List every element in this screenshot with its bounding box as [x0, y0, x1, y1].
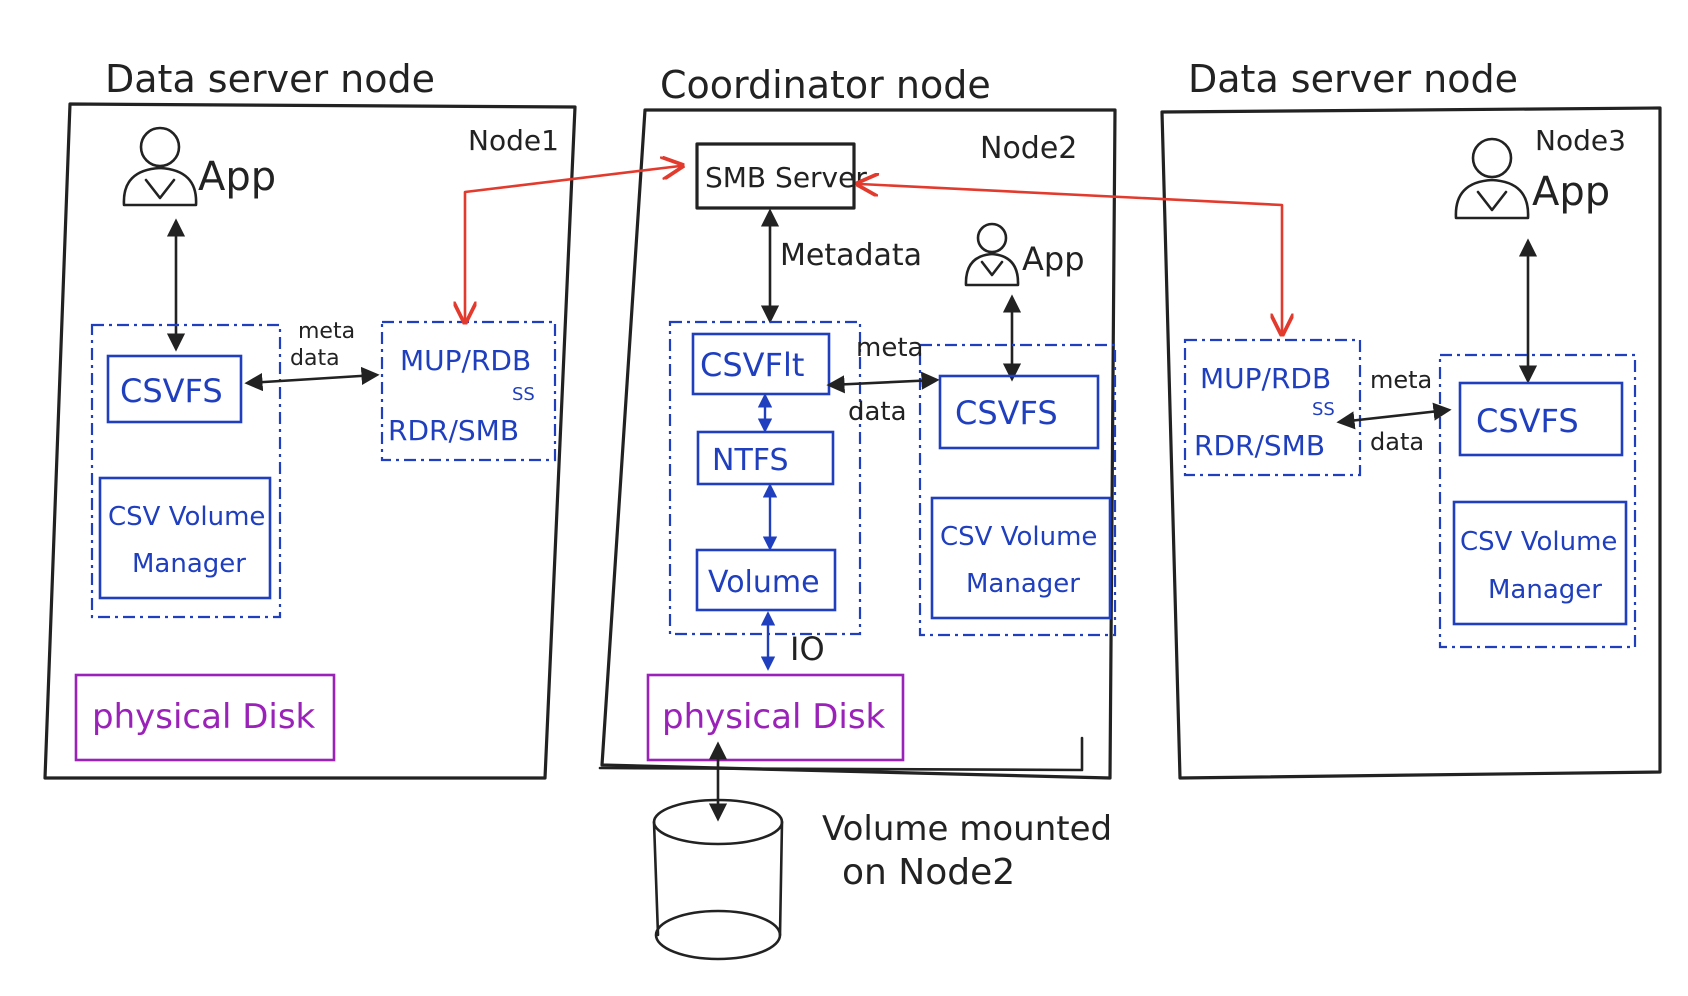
- node3-csv-group: [1438, 353, 1637, 649]
- node1-app-label: App: [198, 154, 276, 200]
- node1-volume-manager-box: [98, 476, 272, 600]
- smb-link-node1-to-smb-server: [465, 166, 680, 320]
- node1-name-label: Node1: [468, 124, 559, 157]
- node3-redirector-line1: MUP/RDB: [1200, 362, 1331, 395]
- node1-redirector-line2: RDR/SMB: [388, 414, 519, 447]
- user-icon: [964, 222, 1020, 287]
- node1-frame: [43, 102, 577, 780]
- node2-volume-manager-line2: Manager: [966, 569, 1080, 599]
- node2-physical-disk-label: physical Disk: [662, 697, 886, 737]
- node1-metadata-arrow: [244, 366, 380, 392]
- node2-frame-base-underline: [598, 736, 1084, 772]
- node3-csvfs-box: [1458, 381, 1624, 457]
- node1-volume-manager-line1: CSV Volume: [108, 502, 265, 532]
- node3-volume-manager-box: [1452, 500, 1628, 626]
- node3-redirector-ss: SS: [1312, 399, 1335, 420]
- smb-link-node3-to-smb-server: [860, 184, 1282, 332]
- node2-physical-disk-box: [646, 673, 905, 762]
- node2-frame: [600, 108, 1117, 780]
- node2-metadata-line1: meta: [856, 333, 923, 363]
- node1-physical-disk-box: [74, 673, 336, 762]
- shared-volume-caption-line1: Volume mounted: [822, 809, 1112, 849]
- node2-smb-server-box: [695, 142, 856, 210]
- node1-csv-group: [90, 323, 282, 619]
- node2-metadata-line2: data: [848, 397, 907, 427]
- node2-metadata-arrow: [826, 371, 940, 394]
- node2-volume-manager-box: [930, 496, 1112, 620]
- node2-csvfs-label: CSVFS: [955, 394, 1058, 432]
- node1-volume-manager-line2: Manager: [132, 549, 246, 579]
- node2-role-title: Coordinator node: [660, 63, 991, 107]
- node3-metadata-arrow: [1336, 402, 1452, 430]
- node2-ntfs-label: NTFS: [712, 443, 789, 478]
- disk-cylinder-icon: [652, 798, 784, 961]
- node1-metadata-line2: data: [290, 346, 340, 371]
- node1-panel: Data server node Node1 App CSVFS CSV Vol…: [43, 57, 577, 780]
- node2-app-label: App: [1022, 240, 1085, 278]
- node3-frame: [1160, 106, 1662, 780]
- node2-ntfs-stack-group: [668, 320, 862, 636]
- node1-role-title: Data server node: [105, 57, 435, 101]
- node3-redirector-line2: RDR/SMB: [1194, 429, 1325, 462]
- node1-physical-disk-label: physical Disk: [92, 697, 316, 737]
- node1-csvfs-box: [106, 354, 243, 424]
- node3-role-title: Data server node: [1188, 57, 1518, 101]
- user-icon: [122, 126, 198, 207]
- node2-volume-manager-line1: CSV Volume: [940, 522, 1097, 552]
- node3-volume-manager-line1: CSV Volume: [1460, 527, 1617, 557]
- node1-redirector-line1: MUP/RDB: [400, 344, 531, 377]
- node2-csvflt-label: CSVFlt: [700, 346, 804, 384]
- node3-volume-manager-line2: Manager: [1488, 575, 1602, 605]
- node3-csvfs-label: CSVFS: [1476, 402, 1579, 440]
- node1-csvfs-label: CSVFS: [120, 372, 223, 410]
- node2-metadata-label: Metadata: [780, 238, 922, 273]
- node3-name-label: Node3: [1535, 124, 1626, 157]
- node3-panel: Data server node Node3 App MUP/RDB SS RD…: [1160, 57, 1662, 780]
- node2-io-label: IO: [790, 630, 825, 668]
- user-icon: [1454, 137, 1530, 220]
- node1-metadata-line1: meta: [298, 319, 355, 344]
- node2-csv-group: [918, 343, 1117, 637]
- node2-panel: Coordinator node Node2 SMB Server Metada…: [598, 63, 1117, 780]
- node2-name-label: Node2: [980, 131, 1077, 166]
- node1-redirector-ss: SS: [512, 384, 535, 405]
- node2-volume-box: [695, 548, 837, 612]
- node2-volume-label: Volume: [708, 565, 820, 600]
- node3-metadata-line1: meta: [1370, 366, 1432, 394]
- node3-metadata-line2: data: [1370, 428, 1424, 456]
- node2-smb-server-label: SMB Server: [705, 161, 867, 194]
- shared-volume-caption-line2: on Node2: [842, 852, 1015, 893]
- node3-app-label: App: [1532, 169, 1610, 215]
- node2-csvfs-box: [938, 374, 1100, 450]
